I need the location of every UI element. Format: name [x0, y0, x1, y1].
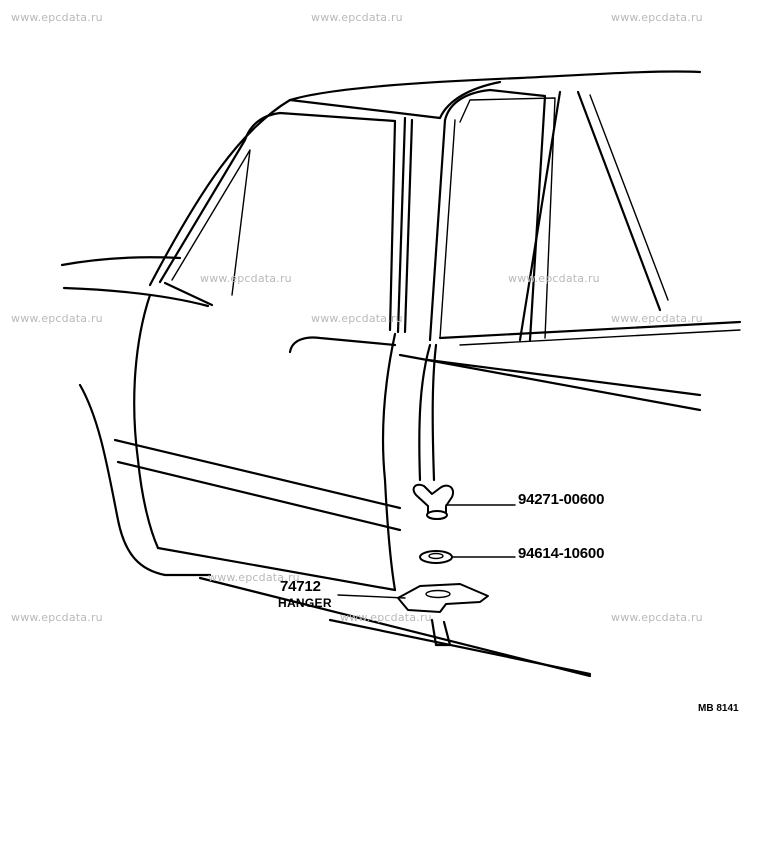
watermark: www.epcdata.ru	[11, 312, 103, 325]
hanger-slot	[425, 589, 451, 599]
c-pillar-inner	[439, 119, 456, 339]
roof-inner-line	[288, 80, 502, 120]
washer-hole	[428, 552, 444, 560]
leader-line-74712	[337, 594, 406, 599]
front-window-inner	[459, 97, 556, 339]
door-front-edge	[133, 293, 160, 550]
body-side-line	[426, 358, 702, 397]
wing-nut-base	[426, 510, 448, 520]
front-window-frame	[443, 88, 547, 342]
door-window-sill	[163, 281, 214, 307]
vent-pillar	[518, 90, 562, 342]
part-number-label[interactable]: 94614-10600	[518, 545, 605, 562]
b-pillar-edge	[403, 118, 414, 334]
quarter-window-inner	[589, 94, 669, 301]
watermark: www.epcdata.ru	[311, 312, 403, 325]
door-handle	[288, 336, 397, 354]
roof-line	[148, 70, 702, 287]
diagram-code: MB 8141	[698, 703, 739, 714]
trim-line-upper	[113, 438, 402, 510]
c-pillar	[428, 118, 447, 342]
door-bottom	[156, 546, 397, 592]
post-bottom	[430, 618, 452, 647]
watermark: www.epcdata.ru	[611, 611, 703, 624]
belt-line	[398, 353, 702, 412]
part-number-label[interactable]: 74712	[280, 578, 321, 595]
quarter-window-frame	[576, 90, 662, 312]
hood-line-upper	[60, 256, 182, 267]
watermark: www.epcdata.ru	[508, 272, 600, 285]
rocker-line-2	[328, 618, 592, 676]
watermark: www.epcdata.ru	[340, 611, 432, 624]
wheel-arch	[78, 383, 212, 577]
door-window-inner	[171, 149, 251, 296]
window-sill-line	[438, 320, 742, 340]
watermark: www.epcdata.ru	[11, 611, 103, 624]
b-pillar	[396, 116, 407, 334]
watermark: www.epcdata.ru	[11, 11, 103, 24]
part-number-label[interactable]: 94271-00600	[518, 491, 605, 508]
door-rear-edge	[381, 332, 397, 592]
watermark: www.epcdata.ru	[311, 11, 403, 24]
watermark: www.epcdata.ru	[611, 11, 703, 24]
door-window-frame	[158, 111, 397, 332]
hood-line-lower	[62, 286, 210, 308]
window-sill-inner	[459, 329, 741, 346]
watermark: www.epcdata.ru	[611, 312, 703, 325]
part-name-label: HANGER	[278, 596, 332, 610]
post-line-right	[431, 343, 438, 482]
watermark: www.epcdata.ru	[200, 272, 292, 285]
hanger-bracket-shape	[397, 583, 489, 613]
watermark: www.epcdata.ru	[208, 571, 300, 584]
trim-line-lower	[116, 460, 402, 532]
post-line-left	[418, 343, 432, 482]
